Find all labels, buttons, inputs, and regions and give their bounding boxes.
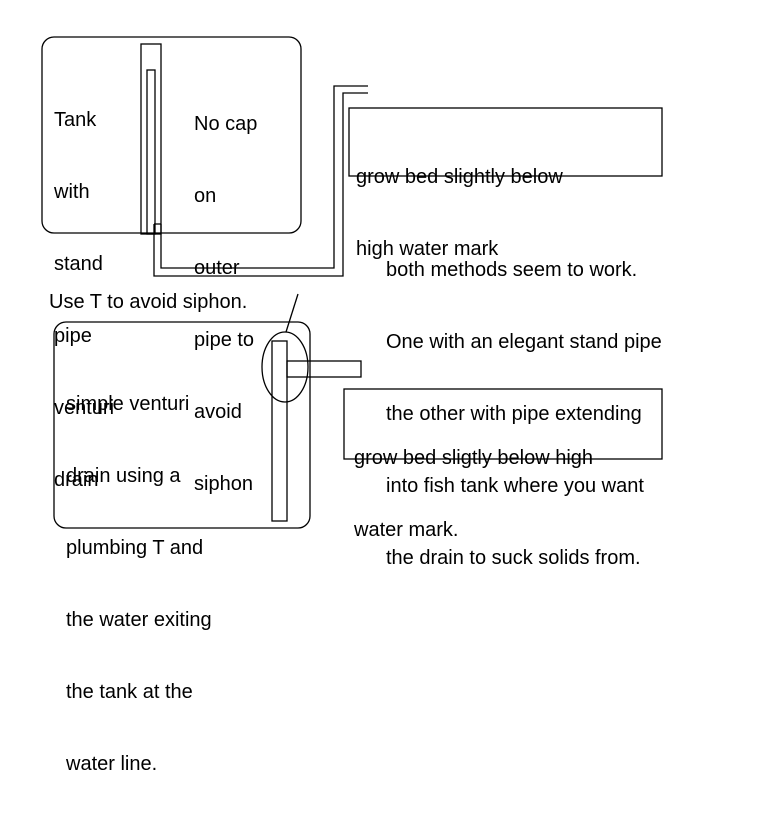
tank-1-label-line: pipe — [54, 325, 92, 347]
tee-circle — [261, 331, 309, 403]
tank-1-label-line: with — [54, 181, 90, 203]
no-cap-note-line: outer — [194, 257, 240, 279]
no-cap-note-line: pipe to — [194, 329, 255, 351]
grow-bed-2-label-line: water mark. — [354, 519, 459, 541]
tank-1-label-line: venturi — [54, 397, 115, 419]
description-line: One with an elegant stand pipe — [386, 331, 662, 353]
tank-1-label-line: Tank — [54, 109, 97, 131]
tank-2-label-line: simple venturi — [66, 393, 190, 415]
tank-1-label: Tank with stand pipe venturi drain — [54, 60, 114, 540]
diagram-lines — [41, 36, 663, 529]
outer-stand-pipe — [140, 43, 162, 235]
grow-bed-1-label-line: high water mark — [356, 238, 499, 260]
inner-stand-pipe — [146, 69, 156, 235]
tank-2-outline — [53, 321, 311, 529]
tank-2-label-line: water line. — [66, 753, 158, 775]
grow-bed-1-outline — [348, 107, 663, 177]
diagram: Tank with stand pipe venturi drain No ca… — [41, 36, 663, 775]
venturi-pipe-2 — [271, 340, 288, 522]
grow-bed-2-outline — [343, 388, 663, 460]
tank-2-label: simple venturi drain using a plumbing T … — [66, 344, 212, 824]
description-line: the other with pipe extending — [386, 403, 642, 425]
tank-2-label-line: plumbing T and — [66, 537, 204, 559]
grow-bed-2-label-line: grow bed sligtly below high — [354, 447, 594, 469]
no-cap-note-line: avoid — [194, 401, 242, 423]
no-cap-note-line: No cap — [194, 113, 258, 135]
tank-2-label-line: the water exiting — [66, 609, 212, 631]
tee-note: Use T to avoid siphon. — [49, 291, 248, 313]
description-line: both methods seem to work. — [386, 259, 638, 281]
no-cap-note-line: on — [194, 185, 217, 207]
tee-pointer — [285, 293, 299, 333]
no-cap-note-line: siphon — [194, 473, 253, 495]
no-cap-note: No cap on outer pipe to avoid siphon — [194, 64, 257, 544]
tank-1-outline — [41, 36, 302, 234]
description-line: into fish tank where you want — [386, 475, 644, 497]
drain-pipe-1 — [153, 92, 368, 277]
tank-2-label-line: the tank at the — [66, 681, 193, 703]
tank-1-label-line: stand — [54, 253, 103, 275]
tee-pipe — [286, 360, 362, 378]
tank-1-label-line: drain — [54, 469, 99, 491]
grow-bed-2-label: grow bed sligtly below high water mark. — [354, 398, 593, 590]
drain-pipe-1-inner — [160, 85, 368, 269]
tank-2-label-line: drain using a — [66, 465, 181, 487]
grow-bed-1-label: grow bed slightly below high water mark — [356, 117, 563, 309]
grow-bed-1-label-line: grow bed slightly below — [356, 166, 563, 188]
